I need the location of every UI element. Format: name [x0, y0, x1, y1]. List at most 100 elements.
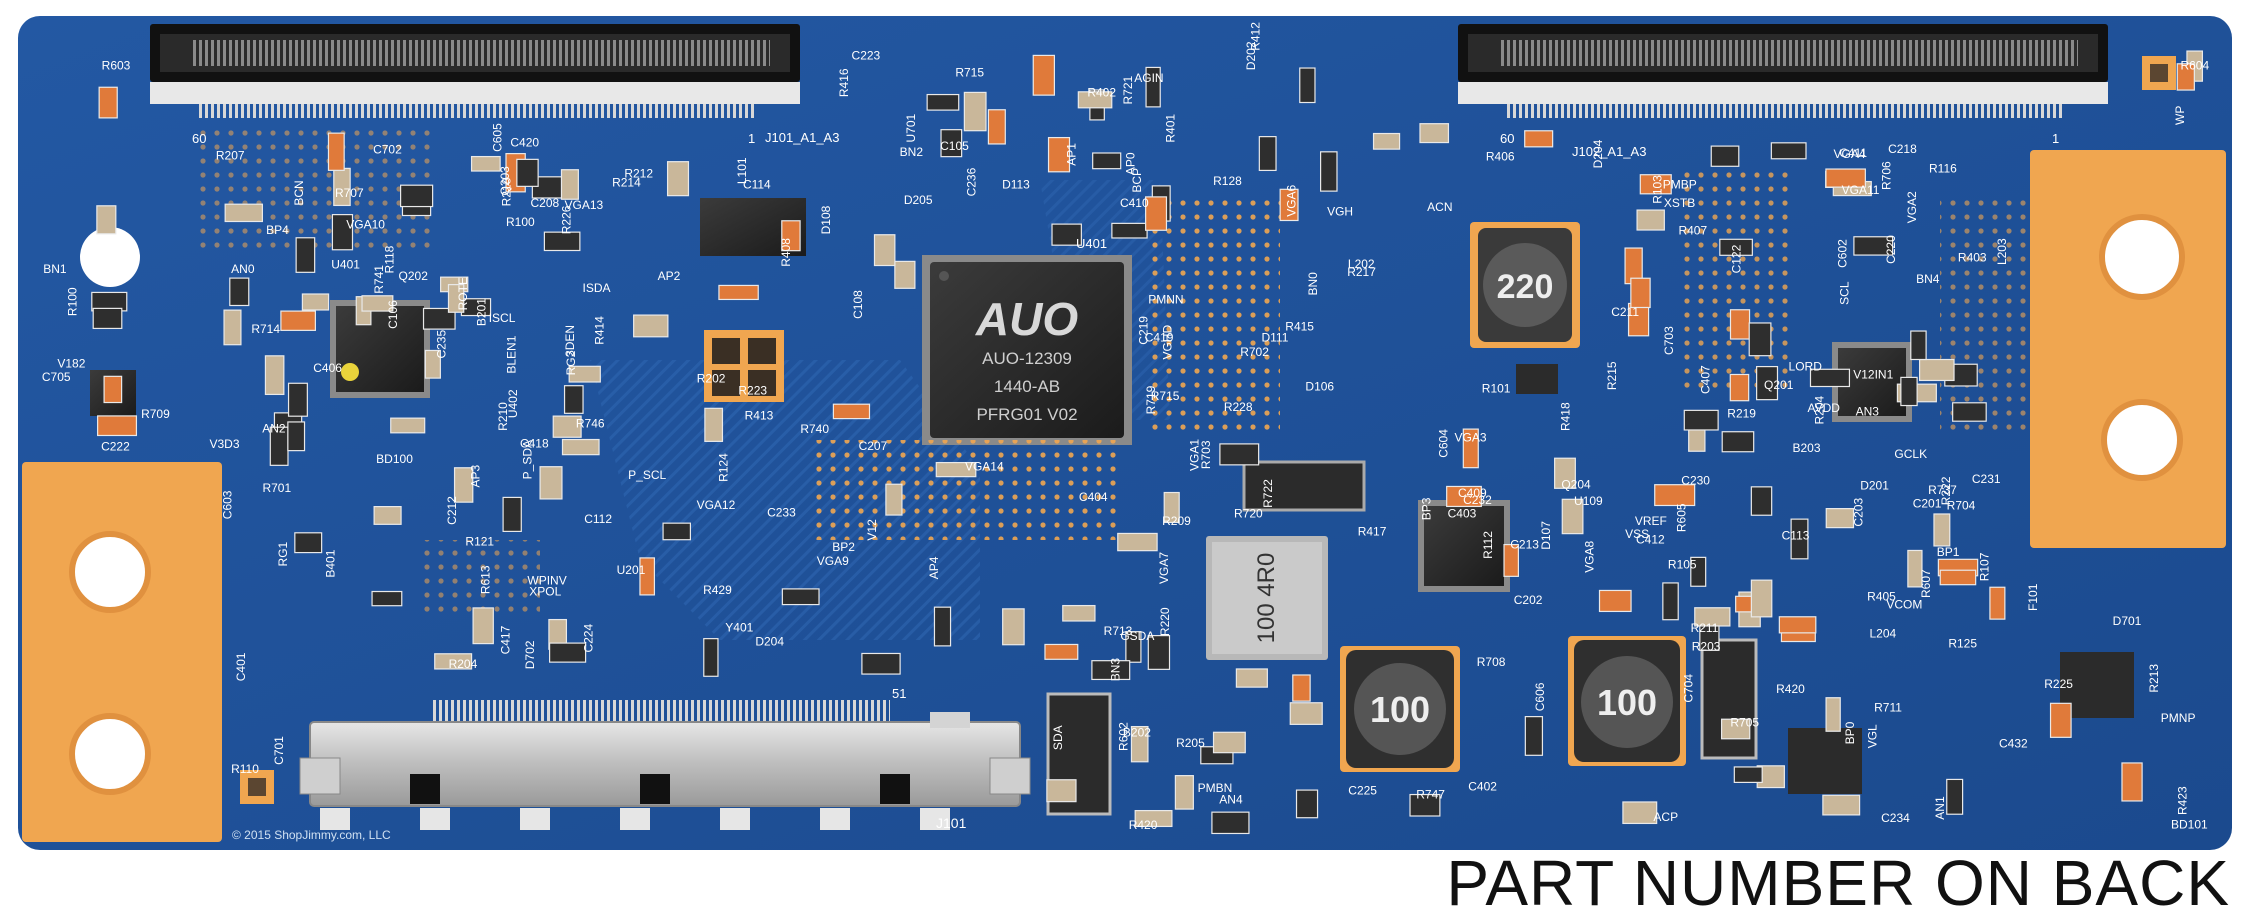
- silkscreen-label: C403: [1448, 506, 1477, 520]
- fiducial: [2150, 64, 2168, 82]
- silkscreen-label: R215: [1605, 361, 1619, 390]
- silkscreen-label: ISDA: [583, 281, 611, 295]
- silkscreen-label: C203: [1852, 498, 1866, 527]
- silkscreen-label: V3D3: [210, 437, 240, 451]
- smd-component: [568, 365, 601, 383]
- smd-component: [704, 407, 724, 442]
- smd-component: [229, 277, 250, 307]
- silkscreen-label: D204: [755, 634, 784, 648]
- smd-component: [371, 590, 403, 607]
- chip-ref: U401: [1076, 236, 1107, 251]
- smd-component: [543, 231, 581, 252]
- smd-component: [1212, 731, 1246, 754]
- smd-component: [1524, 130, 1554, 148]
- silkscreen-label: R420: [1129, 818, 1158, 832]
- connector-pin-left: 60: [1500, 131, 1514, 146]
- transistor-q204: [1516, 364, 1558, 394]
- connector-pin-right: 1: [748, 131, 755, 146]
- silkscreen-label: XPOL: [529, 584, 561, 598]
- smd-component: [1462, 428, 1479, 469]
- smd-component: [472, 607, 494, 645]
- connector-ref: J101_A1_A3: [765, 130, 839, 145]
- smd-component: [1319, 151, 1338, 192]
- silkscreen-label: R205: [1176, 736, 1205, 750]
- silkscreen-label: C418: [520, 437, 549, 451]
- smd-component: [422, 307, 456, 330]
- via-array: [420, 540, 540, 620]
- silkscreen-label: R226: [560, 205, 574, 234]
- silkscreen-label: P_SDA: [520, 440, 534, 479]
- smd-component: [561, 438, 600, 456]
- inductor-l203: 100: [1568, 636, 1686, 766]
- silkscreen-label: AN2: [262, 421, 286, 435]
- smd-component: [1900, 376, 1918, 407]
- silkscreen-label: R746: [576, 417, 605, 431]
- smd-component: [470, 155, 501, 172]
- silkscreen-label: C222: [101, 439, 130, 453]
- smd-component: [873, 234, 896, 267]
- silkscreen-label: R412: [1249, 22, 1263, 51]
- silkscreen-label: AN1: [1933, 796, 1947, 820]
- silkscreen-label: C108: [851, 290, 865, 319]
- silkscreen-label: R219: [1727, 406, 1756, 420]
- via-array: [816, 440, 1116, 540]
- silkscreen-label: D202: [1244, 41, 1258, 70]
- silkscreen-label: D106: [1305, 380, 1334, 394]
- smd-component: [1145, 66, 1161, 108]
- silkscreen-label: D702: [523, 640, 537, 669]
- smd-component: [1002, 608, 1025, 646]
- silkscreen-label: R713: [1104, 624, 1133, 638]
- smd-component: [987, 109, 1006, 145]
- silkscreen-label: AP0: [1123, 152, 1137, 175]
- silkscreen-label: C602: [1835, 239, 1849, 268]
- silkscreen-label: R607: [1919, 569, 1933, 598]
- silkscreen-label: C122: [1729, 244, 1743, 273]
- main-chip: AUO AUO-12309 1440-AB PFRG01 V02: [922, 255, 1132, 445]
- smd-component: [1825, 168, 1866, 188]
- mounting-hole: [69, 713, 151, 795]
- silkscreen-label: AVDD: [1807, 401, 1840, 415]
- silkscreen-label: VREF: [1635, 514, 1667, 528]
- silkscreen-label: RG2: [564, 350, 578, 375]
- silkscreen-label: R100: [506, 215, 535, 229]
- smd-component: [1907, 549, 1923, 588]
- silkscreen-label: ISCL: [489, 311, 516, 325]
- silkscreen-label: PMBN: [1198, 781, 1233, 795]
- smd-component: [1117, 532, 1158, 552]
- inductor-value: 100: [1597, 682, 1657, 723]
- silkscreen-label: D111: [1261, 331, 1288, 345]
- silkscreen-label: C212: [445, 496, 459, 525]
- silkscreen-label: R218: [500, 177, 514, 206]
- silkscreen-label: R220: [1158, 607, 1172, 636]
- smd-component: [1952, 402, 1987, 422]
- smd-component: [662, 522, 692, 541]
- ic-u201: [1418, 500, 1510, 592]
- smd-component: [1092, 152, 1122, 170]
- via-array: [1680, 170, 1790, 390]
- silkscreen-label: C230: [1681, 473, 1710, 487]
- smd-component: [1756, 365, 1779, 401]
- smd-component: [1721, 431, 1755, 453]
- footer-caption: PART NUMBER ON BACK: [1446, 847, 2230, 919]
- smd-component: [1046, 779, 1077, 803]
- silkscreen-label: R125: [1948, 636, 1977, 650]
- silkscreen-label: R741: [372, 265, 386, 294]
- smd-component: [1554, 457, 1576, 489]
- silkscreen-label: R217: [1347, 265, 1376, 279]
- smd-component: [894, 260, 916, 289]
- silkscreen-label: U701: [904, 114, 918, 143]
- top-connector-right: [1458, 24, 2108, 118]
- smd-component: [563, 385, 584, 414]
- silkscreen-label: C112: [584, 512, 612, 526]
- silkscreen-label: R407: [1678, 224, 1707, 238]
- silkscreen-label: L101: [735, 157, 749, 184]
- silkscreen-label: R420: [1776, 682, 1805, 696]
- smd-component: [1446, 485, 1482, 508]
- silkscreen-label: F101: [2026, 583, 2040, 611]
- silkscreen-label: R207: [216, 149, 245, 163]
- smd-component: [280, 310, 316, 331]
- silkscreen-label: R709: [141, 407, 170, 421]
- crystal-y401: [704, 330, 784, 402]
